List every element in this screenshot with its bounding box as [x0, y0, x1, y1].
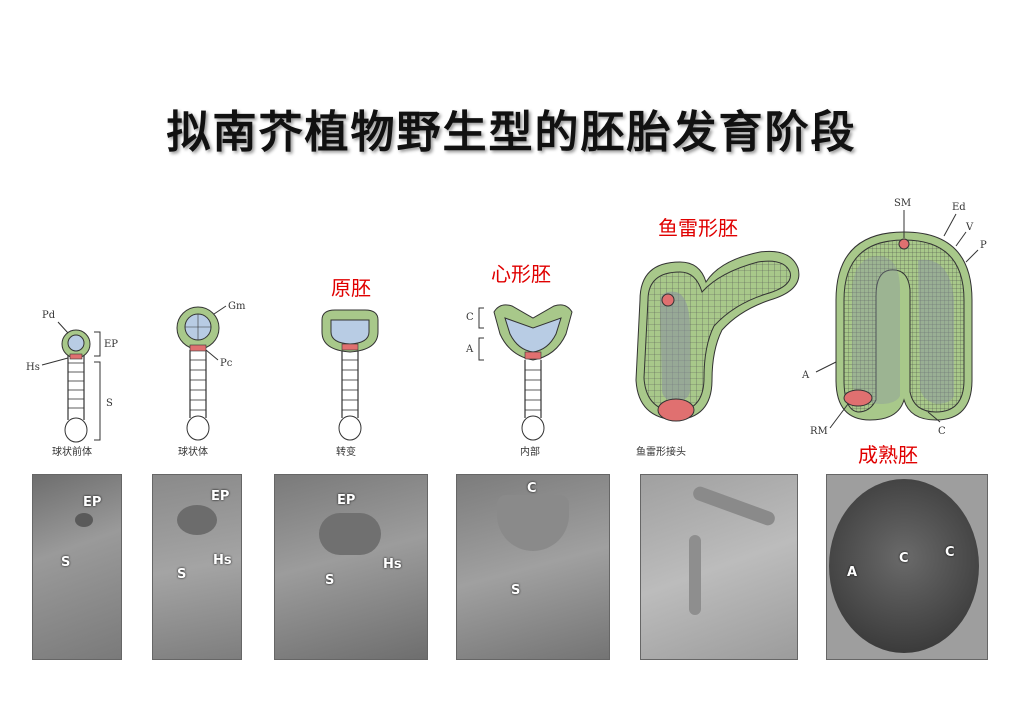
micrograph-mature: A C C: [826, 474, 988, 660]
caption-3: 转变: [336, 445, 356, 458]
label-s: S: [106, 398, 113, 409]
photo-label-s: S: [61, 555, 71, 570]
caption-2: 球状体: [178, 445, 208, 458]
embryo-diagrams: Pd EP Hs S 球状前体 Gm Pc 球状体: [26, 198, 987, 458]
photo-label-hs: Hs: [213, 553, 232, 568]
photo-label-c1: C: [899, 551, 909, 566]
stage-label-proembryo: 原胚: [331, 276, 371, 300]
label-v: V: [965, 222, 974, 233]
label-c: C: [466, 312, 474, 323]
embryo-heart: C A 内部: [465, 304, 573, 458]
photo-label-hs: Hs: [383, 557, 402, 572]
photo-label-c: C: [527, 481, 537, 496]
caption-4: 内部: [520, 445, 540, 458]
label-sm: SM: [894, 198, 911, 209]
stage-label-mature: 成熟胚: [858, 443, 918, 467]
label-c2: C: [938, 426, 946, 437]
photo-label-c2: C: [945, 545, 955, 560]
label-ed: Ed: [952, 202, 966, 213]
micrograph-heart: C S: [456, 474, 610, 660]
micrograph-torpedo: [640, 474, 798, 660]
embryo-mature: SM Ed V P A RM C: [801, 198, 987, 437]
label-rm: RM: [810, 426, 828, 437]
caption-5: 鱼雷形接头: [636, 445, 686, 458]
photo-label-a: A: [847, 565, 858, 580]
embryo-torpedo: 鱼雷形接头: [635, 250, 800, 458]
label-ep: EP: [104, 339, 118, 350]
photo-label-ep: EP: [337, 493, 356, 508]
label-pd: Pd: [42, 310, 56, 321]
label-a: A: [465, 344, 474, 355]
stage-label-torpedo: 鱼雷形胚: [658, 216, 738, 240]
photo-label-ep: EP: [83, 495, 102, 510]
label-pc: Pc: [220, 358, 233, 369]
embryo-pre-globular: Pd EP Hs S 球状前体: [26, 310, 118, 458]
embryo-transition: 转变: [321, 309, 379, 458]
embryo-globular: Gm Pc 球状体: [176, 301, 246, 458]
label-gm: Gm: [228, 301, 246, 312]
page-title: 拟南芥植物野生型的胚胎发育阶段: [166, 107, 857, 158]
label-hs: Hs: [26, 362, 40, 373]
photo-label-ep: EP: [211, 489, 230, 504]
label-p: P: [980, 240, 987, 251]
stage-label-heart: 心形胚: [491, 262, 551, 286]
micrograph-pre-globular: EP S: [32, 474, 122, 660]
photo-label-s: S: [177, 567, 187, 582]
photo-label-s: S: [511, 583, 521, 598]
label-a2: A: [801, 370, 810, 381]
micrograph-transition: EP S Hs: [274, 474, 428, 660]
photo-label-s: S: [325, 573, 335, 588]
caption-1: 球状前体: [52, 445, 92, 458]
micrograph-globular: EP S Hs: [152, 474, 242, 660]
